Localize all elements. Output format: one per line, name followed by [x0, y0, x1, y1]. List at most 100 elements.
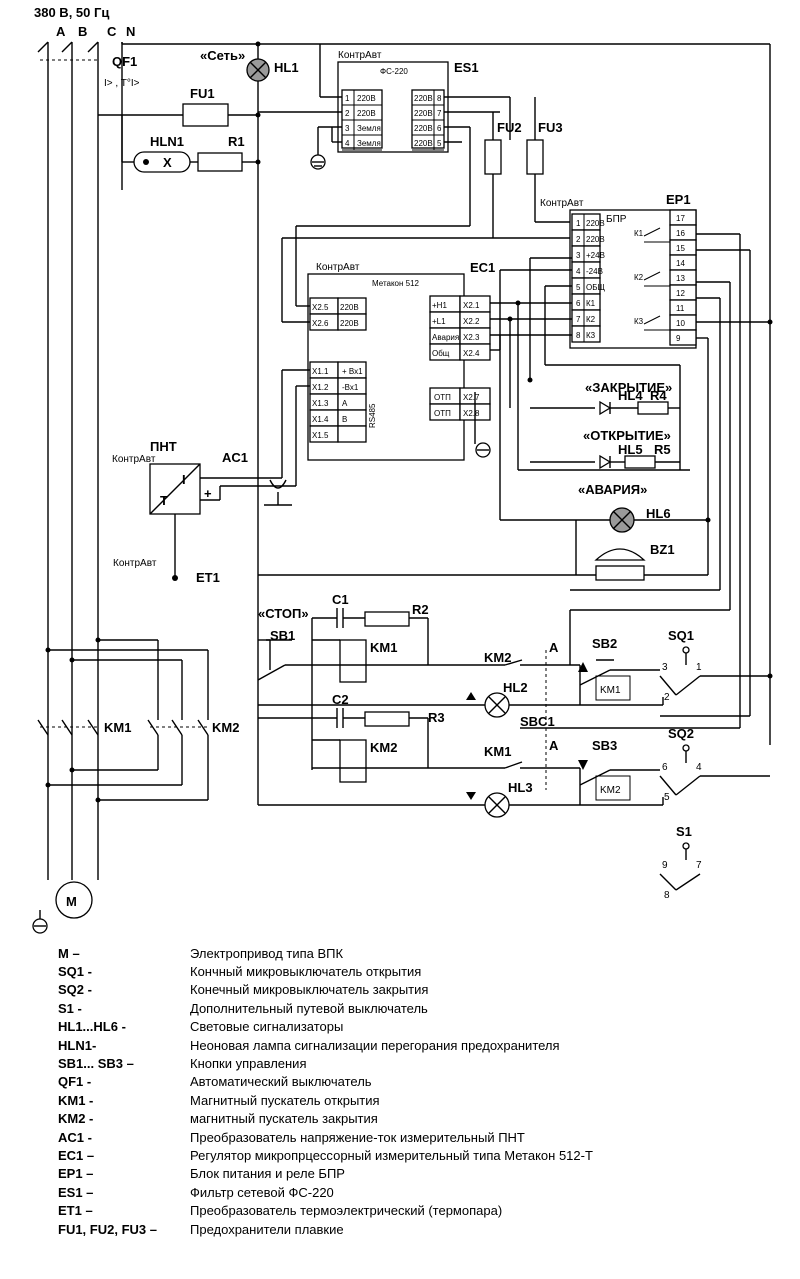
s1-pin-label: 7 — [696, 860, 702, 871]
wiring-schematic: 380 В, 50 Гц A B C N QF1 I> , T°I> «Сеть… — [32, 5, 773, 934]
sq2-pin-label: 4 — [696, 762, 702, 773]
hln1-x-mark: X — [163, 155, 172, 170]
legend-code: KM2 - — [58, 1111, 94, 1127]
ep1-label: EP1 — [666, 192, 691, 207]
legend-code: S1 - — [58, 1000, 82, 1016]
qf1-label: QF1 — [112, 54, 137, 69]
hl6-label: HL6 — [646, 506, 671, 521]
bpr-relay-label: К1 — [634, 229, 644, 238]
legend-row: KM1 -Магнитный пускатель открытия — [58, 1091, 778, 1109]
legend-code: SQ2 - — [58, 982, 92, 998]
fs220-term-label: 220В — [414, 124, 433, 133]
fs220-term-label: Земля — [357, 124, 381, 133]
legend-description: Блок питания и реле БПР — [190, 1166, 345, 1182]
hl5-label: HL5 — [618, 442, 643, 457]
metakon-label: Метакон 512 — [372, 279, 420, 288]
sb3-km2-label: KM2 — [600, 785, 621, 796]
metakon-term-num: X1.2 — [312, 383, 329, 392]
pnt-label: ПНТ — [150, 439, 177, 454]
fs220-term-label: 220В — [357, 94, 376, 103]
metakon-term-num: X2.1 — [463, 301, 480, 310]
sq1-pin-label: 2 — [664, 692, 670, 703]
ac1-i-mark: I — [182, 472, 186, 487]
legend-row: QF1 -Автоматический выключатель — [58, 1073, 778, 1091]
sbc1-a-label: A — [549, 640, 559, 655]
hl1-label: HL1 — [274, 60, 299, 75]
legend-code: SB1... SB3 – — [58, 1056, 134, 1072]
sb3-label: SB3 — [592, 738, 617, 753]
legend-description: Предохранители плавкие — [190, 1221, 344, 1237]
bz1-buzzer-icon — [594, 548, 646, 561]
hln1-label: HLN1 — [150, 134, 184, 149]
legend-row: SQ1 -Кончный микровыключатель открытия — [58, 962, 778, 980]
legend-code: SQ1 - — [58, 964, 92, 980]
legend-row: ES1 –Фильтр сетевой ФС-220 — [58, 1183, 778, 1201]
es1-label: ES1 — [454, 60, 479, 75]
legend-row: SQ2 -Конечный микровыключатель закрытия — [58, 981, 778, 999]
legend-code: QF1 - — [58, 1074, 92, 1090]
metakon-term-label: + Вх1 — [342, 367, 363, 376]
legend-row: HLN1-Неоновая лампа сигнализации перегор… — [58, 1036, 778, 1054]
legend-code: HLN1- — [58, 1037, 97, 1053]
metakon-term-num: X1.1 — [312, 367, 329, 376]
qf1-symbol: I> , T°I> — [104, 78, 140, 89]
r2-label: R2 — [412, 602, 429, 617]
km1-contact-label: KM1 — [484, 744, 511, 759]
legend-code: FU1, FU2, FU3 – — [58, 1221, 157, 1237]
sb2-label: SB2 — [592, 636, 617, 651]
bpr-term-num: 8 — [576, 331, 581, 340]
metakon-term-num: X2.4 — [463, 349, 480, 358]
hl2-label: HL2 — [503, 680, 528, 695]
bpr-term-num: 13 — [676, 274, 685, 283]
legend-row: EC1 –Регулятор микропрцессорный измерите… — [58, 1146, 778, 1164]
s1-pin-label: 8 — [664, 890, 670, 901]
sq2-label: SQ2 — [668, 726, 694, 741]
metakon-term-label: Общ — [432, 349, 450, 358]
legend-code: EP1 – — [58, 1166, 94, 1182]
legend-description: Кнопки управления — [190, 1056, 307, 1072]
bpr-term-num: 7 — [576, 315, 581, 324]
metakon-term-num: X2.6 — [312, 319, 329, 328]
rs485-label: RS485 — [368, 403, 377, 428]
fs220-term-label: 220В — [414, 94, 433, 103]
bpr-term-num: 4 — [576, 267, 581, 276]
sq1-label: SQ1 — [668, 628, 694, 643]
fs220-term-num: 4 — [345, 139, 350, 148]
otkr-label: «ОТКРЫТИЕ» — [583, 428, 671, 443]
phase-n-label: N — [126, 24, 135, 39]
metakon-term-num: X2.5 — [312, 303, 329, 312]
km2-coil — [339, 739, 367, 783]
main-bus-wires — [37, 41, 771, 880]
bpr-term-num: 11 — [676, 304, 685, 313]
fs220-term-label: 220В — [357, 109, 376, 118]
bpr-term-label: +24В — [586, 251, 605, 260]
metakon-term-label: +L1 — [432, 317, 446, 326]
sq1-pin-label: 1 — [696, 662, 702, 673]
hl5-led-icon — [599, 454, 612, 470]
legend-description: Магнитный пускатель открытия — [190, 1092, 380, 1108]
fs220-term-num: 5 — [437, 139, 442, 148]
km2-contact-label: KM2 — [484, 650, 511, 665]
bpr-relay-label: К2 — [634, 273, 644, 282]
s1-label: S1 — [676, 824, 692, 839]
metakon-term-label: +H1 — [432, 301, 447, 310]
metakon-term-label: ОТП — [434, 409, 451, 418]
metakon-term-num: X2.3 — [463, 333, 480, 342]
c2-label: C2 — [332, 692, 349, 707]
km2-coil-label: KM2 — [370, 740, 397, 755]
legend-code: EC1 – — [58, 1147, 95, 1163]
bpr-term-label: К3 — [586, 331, 596, 340]
hl3-label: HL3 — [508, 780, 533, 795]
bpr-term-num: 6 — [576, 299, 581, 308]
bpr-term-label: 220В — [586, 235, 605, 244]
stop-label: «СТОП» — [258, 606, 309, 621]
legend-description: Дополнительный путевой выключатель — [190, 1000, 428, 1016]
phase-a-label: A — [56, 24, 66, 39]
ec1-brand-label: КонтрАвт — [316, 262, 360, 273]
motor-icon — [55, 881, 93, 919]
sq2-pin-label: 6 — [662, 762, 668, 773]
fu1-fuse — [182, 103, 229, 127]
et1-label: ET1 — [196, 570, 220, 585]
